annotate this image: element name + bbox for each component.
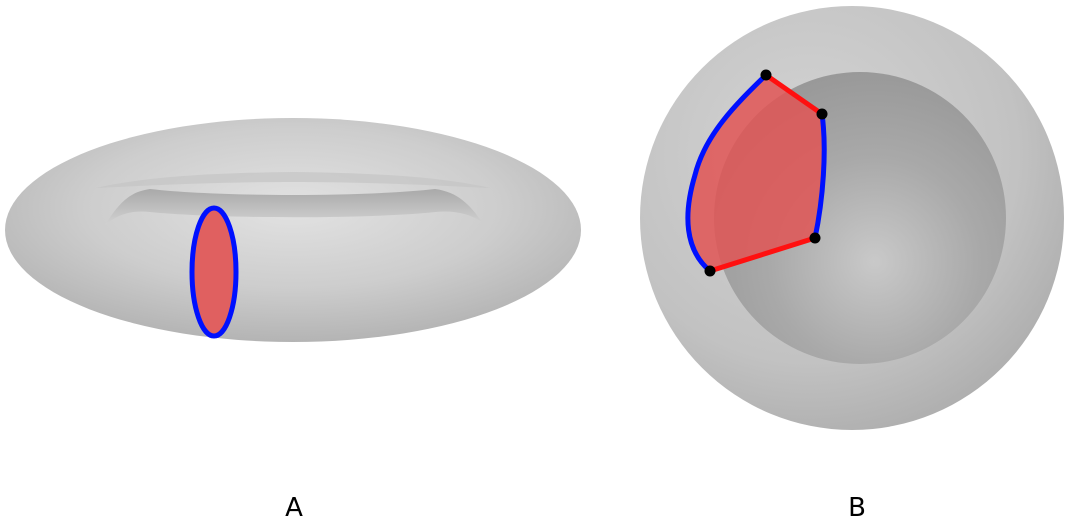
torus-inner-shadow [96,172,490,188]
vertex-bottom-left [704,265,716,277]
hollow-sphere-figure [640,6,1064,430]
vertex-top [760,69,772,81]
patch-edge-red-bottom [709,235,816,274]
cross-section-region [192,208,236,336]
cross-section-boundary [189,205,239,339]
panel-label-b: B [848,493,866,523]
patch-edge-blue-left [685,73,768,273]
panel-label-a: A [285,493,303,523]
torus-hole [105,189,482,225]
torus-figure [5,118,581,342]
vertex-right-bottom [809,232,821,244]
vertex-right-top [816,108,828,120]
torus-body [5,118,581,342]
patch-edge-blue-right [812,113,827,239]
patch-edge-red-top [764,72,824,117]
